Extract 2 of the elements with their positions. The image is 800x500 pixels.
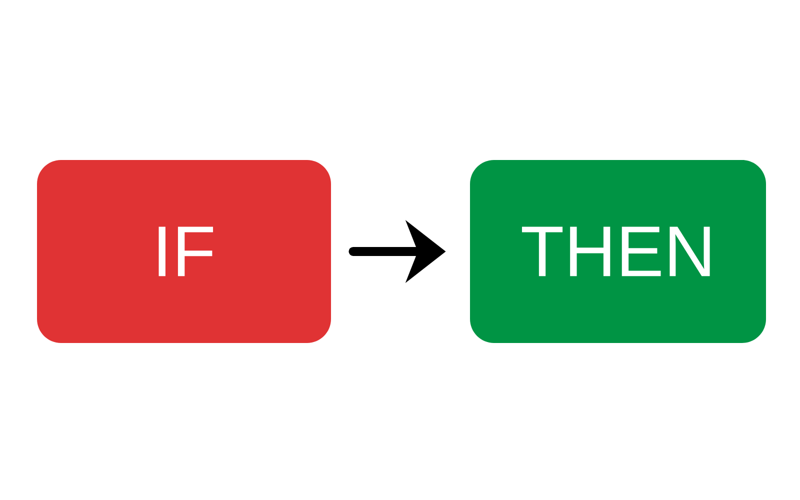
- process-box: IF: [37, 160, 331, 343]
- process-box: THEN: [470, 160, 766, 343]
